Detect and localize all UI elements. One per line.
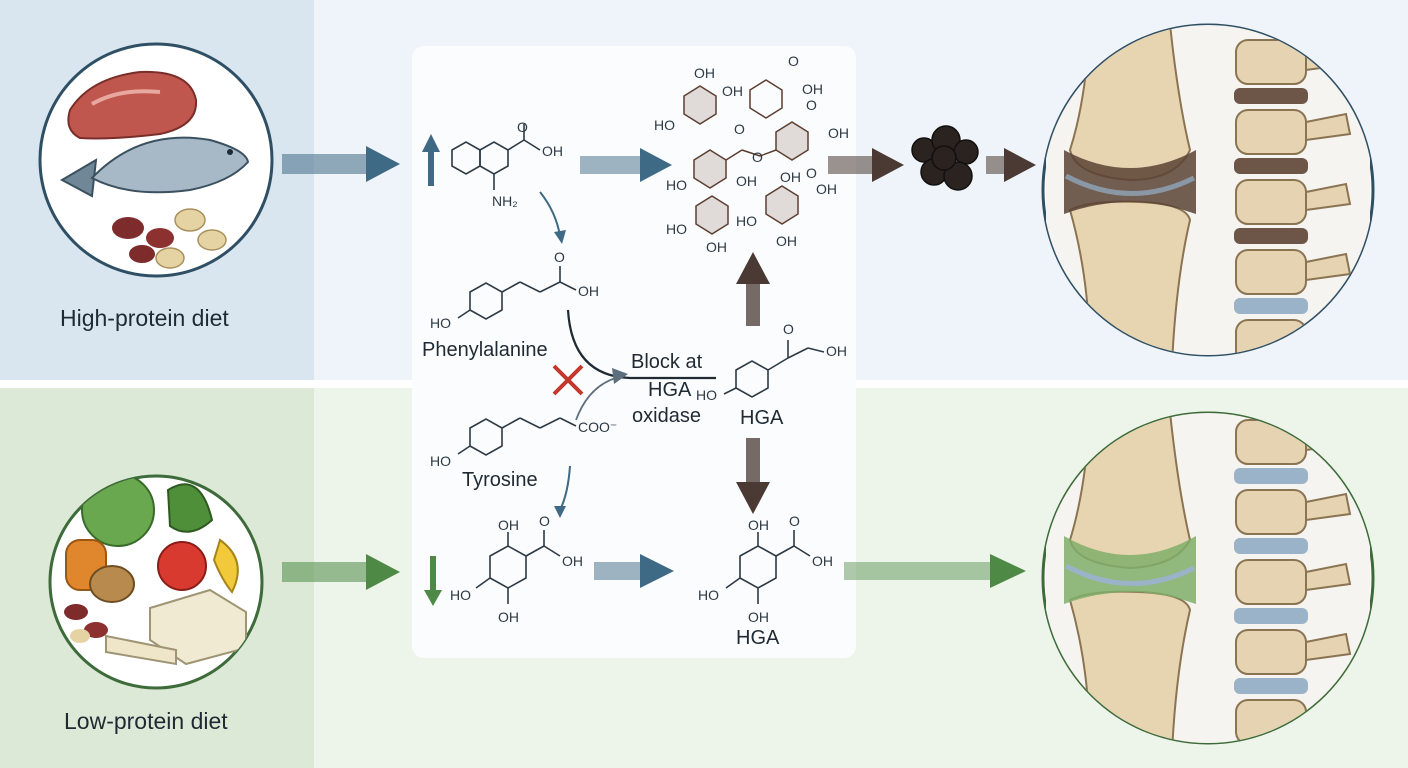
chem-oh-label: OH — [694, 65, 715, 81]
chem-ho-label: HO — [698, 587, 719, 603]
chem-nh2-label: NH₂ — [492, 193, 518, 209]
chem-oh-label: OH — [826, 343, 847, 359]
chem-oh-label: OH — [542, 143, 563, 159]
hga-bottom-label: HGA — [736, 627, 780, 649]
curved-arrow-head-1 — [554, 230, 566, 244]
chem-ho-label: HO — [430, 453, 451, 469]
block-label-line2: HGA — [648, 379, 692, 401]
chem-oh-label: OH — [498, 609, 519, 625]
high-protein-food-illustration — [38, 42, 274, 278]
chem-oh-label: OH — [802, 81, 823, 97]
chem-oh-label: OH — [816, 181, 837, 197]
chem-o-label: O — [788, 53, 799, 69]
hga-lower-right-structure — [725, 530, 811, 604]
chem-ho-label: HO — [666, 221, 687, 237]
chem-o-label: O — [752, 149, 763, 165]
chem-oh-label: OH — [706, 239, 727, 255]
chem-ho-label: HO — [666, 177, 687, 193]
block-label-line3: oxidase — [632, 405, 701, 427]
brown-down-arrow — [736, 438, 770, 514]
tyrosine-label: Tyrosine — [462, 469, 538, 491]
chem-oh-label: OH — [736, 173, 757, 189]
pigment-arrow-1 — [828, 148, 904, 182]
curved-arrow-head-2 — [554, 506, 566, 518]
chem-ho-label: HO — [450, 587, 471, 603]
phenylalanine-label: Phenylalanine — [422, 339, 548, 361]
high-protein-input-arrow — [282, 146, 400, 182]
low-protein-food-illustration — [48, 474, 264, 690]
chem-ho-label: HO — [696, 387, 717, 403]
affected-joint-illustration — [1041, 23, 1375, 357]
chem-oh-label: OH — [578, 283, 599, 299]
chem-o-label: O — [789, 513, 800, 529]
chem-ho-label: HO — [654, 117, 675, 133]
chem-coo-label: COO⁻ — [578, 419, 617, 435]
high-protein-diet-label: High-protein diet — [60, 305, 229, 331]
low-protein-diet-label: Low-protein diet — [64, 708, 228, 734]
x-mark-icon — [552, 364, 584, 396]
chem-o-label: O — [539, 513, 550, 529]
pathway-bottom-arrow — [594, 554, 674, 588]
hga-lower-left-structure — [475, 530, 561, 604]
tyrosine-structure — [457, 417, 577, 456]
chem-o-label: O — [783, 321, 794, 337]
chem-oh-label: OH — [562, 553, 583, 569]
down-arrow-icon — [424, 556, 442, 606]
healthy-joint-illustration — [1041, 411, 1375, 745]
chem-oh-label: OH — [776, 233, 797, 249]
pathway-panel — [412, 46, 856, 658]
brown-up-arrow — [736, 252, 770, 326]
hga-middle-label: HGA — [740, 407, 784, 429]
chem-o-label: O — [554, 249, 565, 265]
hga-middle-structure — [723, 340, 825, 398]
chem-o-label: O — [806, 97, 817, 113]
chem-oh-label: OH — [780, 169, 801, 185]
chem-oh-label: OH — [748, 609, 769, 625]
pigment-deposit — [911, 125, 979, 191]
tyrosine-to-hga-curve — [575, 375, 625, 421]
pigment-arrow-2 — [986, 148, 1036, 182]
polymer-cluster-fills — [684, 86, 808, 234]
curved-arrow-down-1 — [539, 191, 561, 237]
chem-o-label: O — [806, 165, 817, 181]
chem-oh-label: OH — [828, 125, 849, 141]
chem-o-label: O — [734, 121, 745, 137]
curved-arrow-down-2 — [559, 465, 571, 511]
tyrosine-curve-head — [612, 368, 628, 384]
chem-oh-label: OH — [722, 83, 743, 99]
chem-o-label: O — [517, 119, 528, 135]
chem-oh-label: OH — [498, 517, 519, 533]
block-label-line1: Block at — [631, 351, 703, 373]
pathway-top-arrow — [580, 148, 672, 182]
phenylalanine-structure — [457, 266, 577, 320]
chem-ho-label: HO — [430, 315, 451, 331]
block-path-line — [566, 309, 716, 380]
chem-oh-label: OH — [748, 517, 769, 533]
aminonaphthoic-acid-structure — [451, 124, 541, 190]
chem-ho-label: HO — [736, 213, 757, 229]
polymer-cluster-structures — [683, 79, 809, 235]
low-protein-output-arrow — [844, 554, 1026, 588]
up-arrow-icon — [422, 134, 440, 186]
chem-oh-label: OH — [812, 553, 833, 569]
low-protein-input-arrow — [282, 554, 400, 590]
